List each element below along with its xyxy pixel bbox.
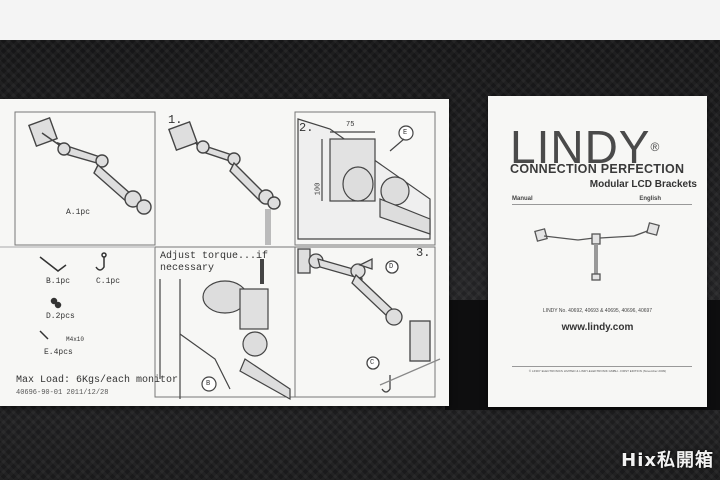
step-3-number: 3. xyxy=(416,246,431,260)
vesa-width-dimension: 75 xyxy=(346,121,355,129)
manual-label: Manual xyxy=(512,196,533,202)
step-1-number: 1. xyxy=(168,113,183,127)
callout-b: B xyxy=(206,380,211,388)
brand-name: LINDY xyxy=(510,121,651,173)
copyright-line: © LINDY ELECTRONICS LIMITED & LINDY-ELEK… xyxy=(528,369,667,373)
product-illustration xyxy=(534,222,660,281)
website-url: www.lindy.com xyxy=(561,322,634,333)
manual-cover-sheet: LINDY® CONNECTION PERFECTION Modular LCD… xyxy=(488,96,707,407)
white-backdrop xyxy=(0,0,720,40)
part-e-label: E.4pcs xyxy=(44,348,73,357)
watermark-text: Hix私開箱 xyxy=(621,450,714,471)
model-numbers: LINDY No. 40692, 40693 & 40695, 40696, 4… xyxy=(542,308,653,314)
torque-note-line-1: Adjust torque...if xyxy=(160,251,269,262)
torque-note-line-2: necessary xyxy=(160,263,215,274)
callout-c: C xyxy=(370,359,375,367)
divider-line xyxy=(512,204,692,205)
document-reference: 40696-90-01 2011/12/28 xyxy=(16,389,109,397)
step-2-number: 2. xyxy=(299,121,314,135)
lindy-logo: LINDY® xyxy=(510,124,660,170)
brand-tagline: CONNECTION PERFECTION xyxy=(510,162,685,176)
vesa-height-dimension: 100 xyxy=(314,182,323,196)
part-b-label: B.1pc xyxy=(46,277,71,286)
part-a-label: A.1pc xyxy=(66,208,91,217)
instruction-drawings xyxy=(0,111,441,401)
language-label: English xyxy=(639,196,661,202)
callout-d: D xyxy=(389,263,394,271)
registered-mark: ® xyxy=(650,140,661,154)
footer-line xyxy=(512,366,692,367)
callout-e: E xyxy=(403,129,408,137)
instruction-sheet: 1. 2. 3. A.1pc B.1pc C.1pc D.2pcs M4x10 … xyxy=(0,99,449,406)
max-load-note: Max Load: 6Kgs/each monitor xyxy=(16,375,179,386)
product-title: Modular LCD Brackets xyxy=(589,179,697,190)
part-c-label: C.1pc xyxy=(96,277,121,286)
part-d-label: D.2pcs xyxy=(46,312,75,321)
screw-size-label: M4x10 xyxy=(66,336,85,343)
